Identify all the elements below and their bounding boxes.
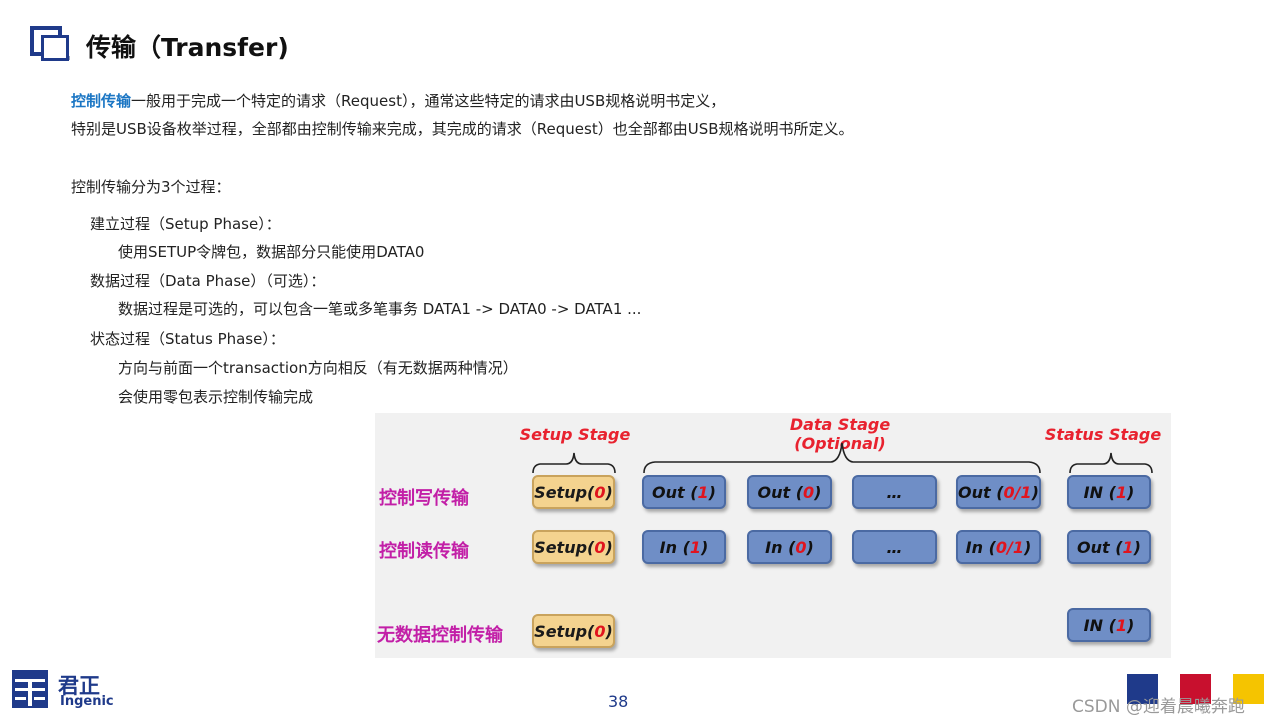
status-packet-box: Out (1) bbox=[1067, 530, 1151, 564]
intro-line-2: 特别是USB设备枚举过程，全部都由控制传输来完成，其完成的请求（Request）… bbox=[71, 120, 854, 138]
status-packet-box: IN (1) bbox=[1067, 608, 1151, 642]
row-label-control-read: 控制读传输 bbox=[379, 541, 469, 562]
setup-packet-box: Setup(0) bbox=[532, 530, 615, 564]
status-phase-desc-1: 方向与前面一个transaction方向相反（有无数据两种情况） bbox=[118, 359, 518, 377]
setup-stage-label: Setup Stage bbox=[519, 425, 631, 444]
data-stage-optional-label: (Optional) bbox=[794, 434, 886, 453]
intro-line-1-text: 一般用于完成一个特定的请求（Request），通常这些特定的请求由USB规格说明… bbox=[131, 92, 726, 110]
intro-line-1: 控制传输一般用于完成一个特定的请求（Request），通常这些特定的请求由USB… bbox=[71, 92, 725, 110]
ellipsis-box: … bbox=[852, 530, 937, 564]
data-packet-box: Out (1) bbox=[642, 475, 726, 509]
page-number: 38 bbox=[608, 692, 629, 711]
control-transfer-diagram: Setup Stage Data Stage (Optional) Status… bbox=[375, 413, 1171, 658]
status-phase-desc-2: 会使用零包表示控制传输完成 bbox=[118, 388, 314, 406]
section-logo-icon bbox=[30, 26, 70, 61]
row-label-control-write: 控制写传输 bbox=[379, 488, 469, 509]
data-packet-box: In (0) bbox=[747, 530, 832, 564]
status-stage-brace bbox=[1069, 452, 1153, 474]
status-stage-label: Status Stage bbox=[1044, 425, 1162, 444]
setup-packet-box: Setup(0) bbox=[532, 475, 615, 509]
data-phase-title: 数据过程（Data Phase）（可选）： bbox=[90, 272, 326, 290]
brand-name-chinese: 君正 bbox=[58, 674, 100, 698]
data-stage-label: Data Stage bbox=[789, 415, 891, 434]
row-label-no-data: 无数据控制传输 bbox=[377, 625, 503, 646]
page-title: 传输（Transfer) bbox=[86, 33, 289, 62]
setup-phase-desc: 使用SETUP令牌包，数据部分只能使用DATA0 bbox=[118, 243, 425, 261]
ingenic-logo-icon bbox=[12, 670, 48, 708]
data-packet-box: Out (0) bbox=[747, 475, 832, 509]
watermark-text: CSDN @迎着晨曦奔跑 bbox=[1072, 697, 1245, 717]
data-phase-desc: 数据过程是可选的，可以包含一笔或多笔事务 DATA1 -> DATA0 -> D… bbox=[118, 300, 642, 318]
intro-highlight: 控制传输 bbox=[71, 92, 132, 110]
data-stage-brace bbox=[643, 442, 1041, 474]
status-phase-title: 状态过程（Status Phase）： bbox=[90, 330, 285, 348]
ellipsis-box: … bbox=[852, 475, 937, 509]
data-packet-box: Out (0/1) bbox=[956, 475, 1041, 509]
status-packet-box: IN (1) bbox=[1067, 475, 1151, 509]
data-packet-box: In (0/1) bbox=[956, 530, 1041, 564]
brand-name-english: Ingenic bbox=[60, 694, 114, 709]
setup-packet-box: Setup(0) bbox=[532, 614, 615, 648]
decor-square-yellow bbox=[1233, 674, 1264, 704]
decor-square-red bbox=[1180, 674, 1211, 704]
setup-phase-title: 建立过程（Setup Phase）： bbox=[90, 215, 281, 233]
setup-stage-brace bbox=[532, 452, 616, 474]
decor-square-blue bbox=[1127, 674, 1158, 704]
phases-heading: 控制传输分为3个过程： bbox=[71, 178, 231, 196]
data-packet-box: In (1) bbox=[642, 530, 726, 564]
